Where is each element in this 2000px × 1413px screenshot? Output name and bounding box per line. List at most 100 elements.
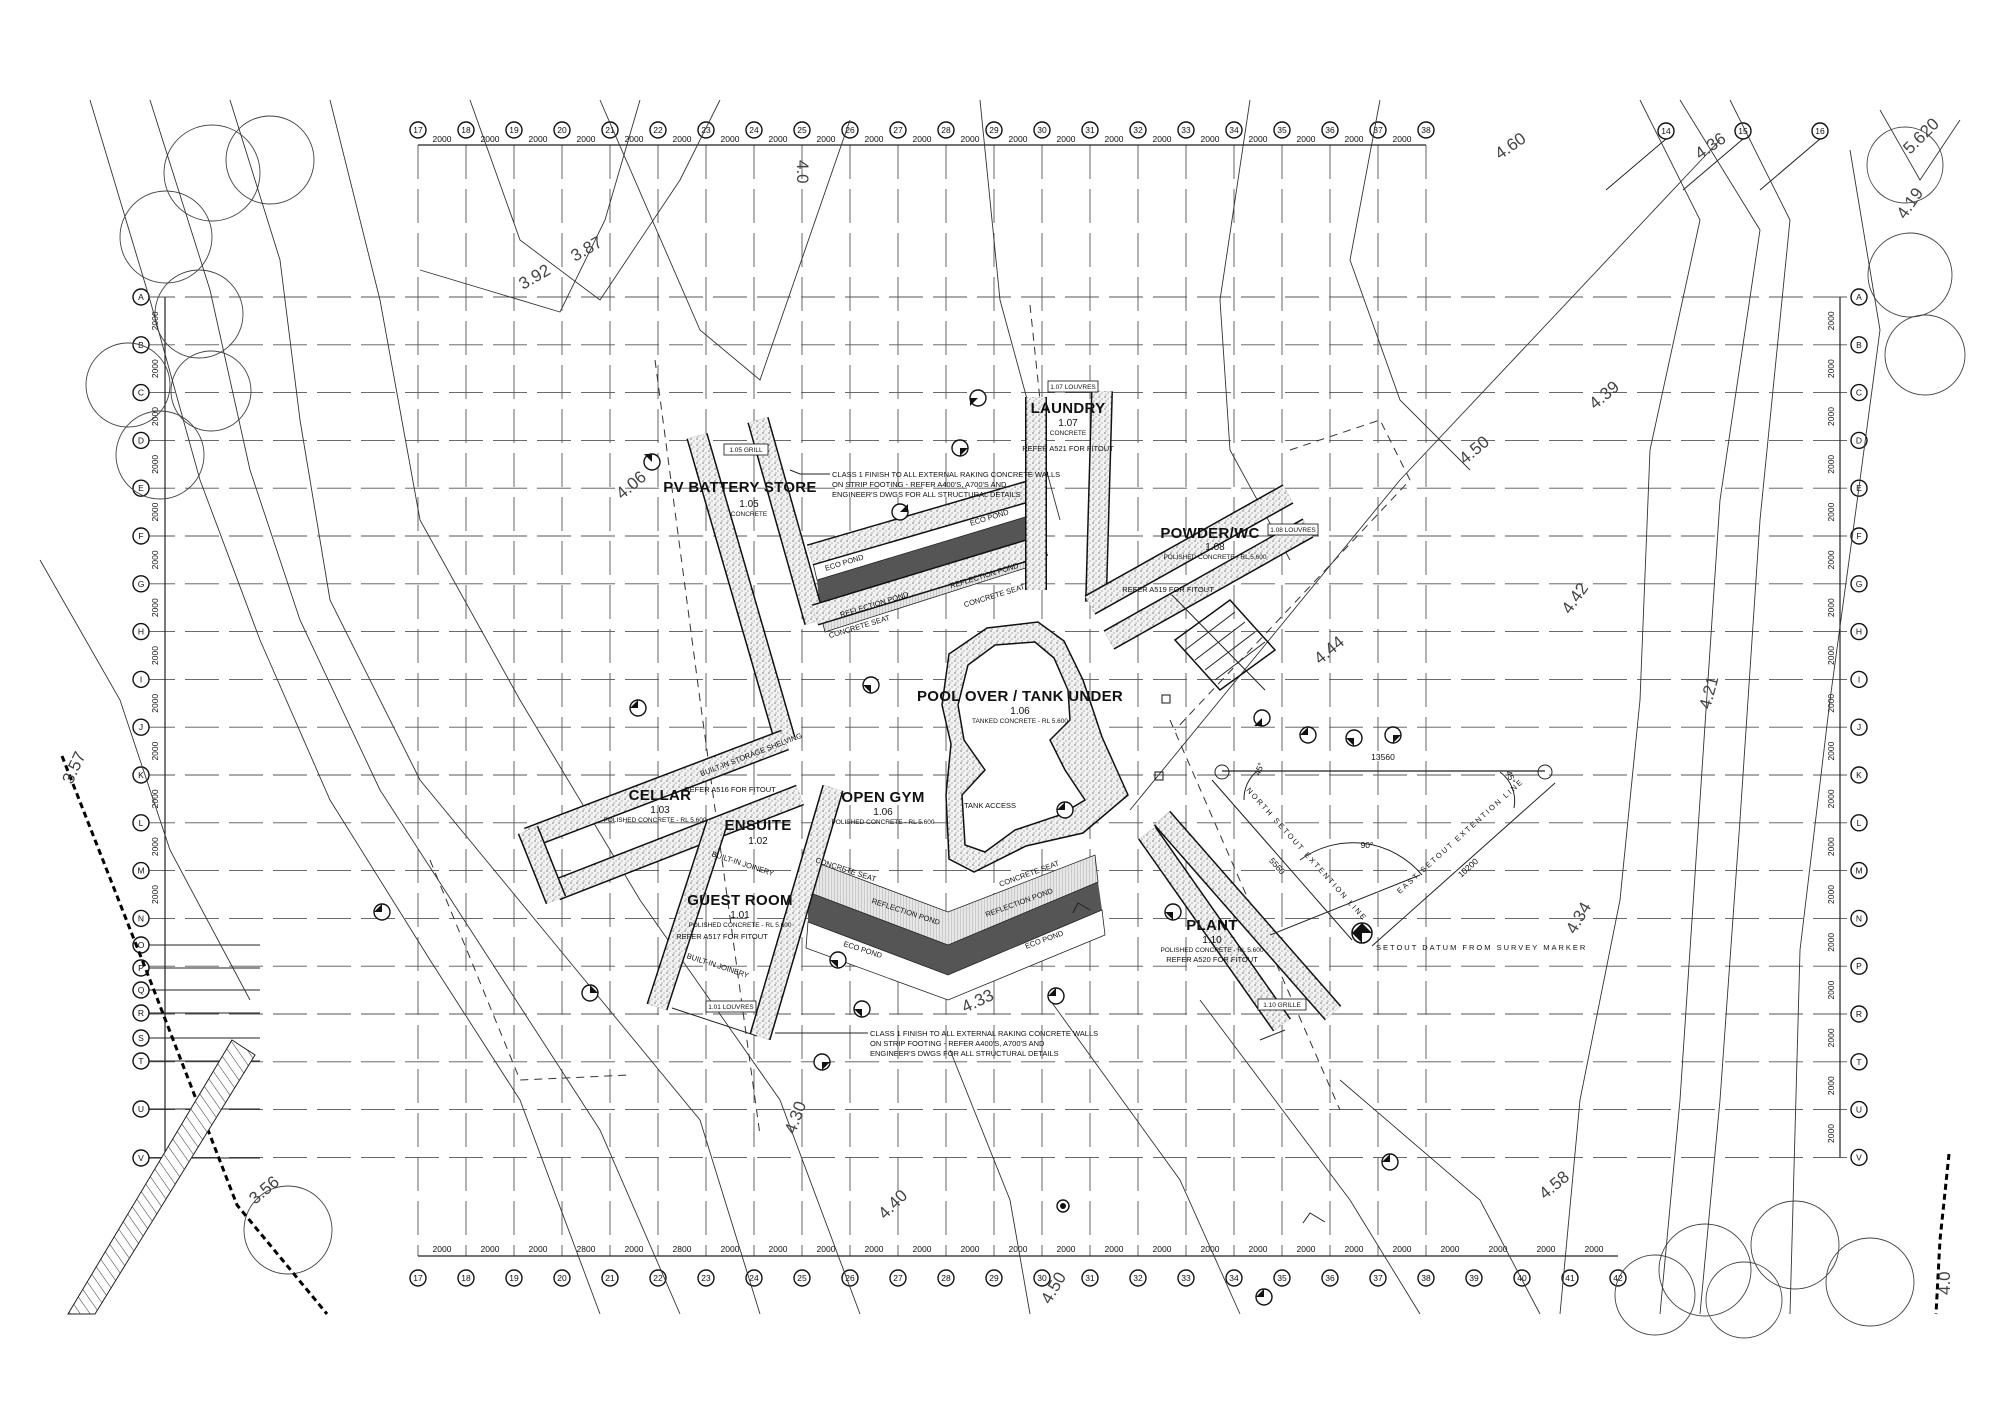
section-marker-icon (813, 1053, 831, 1071)
contour-label: 4.60 (1491, 129, 1529, 164)
dimension-label: 2000 (1105, 134, 1124, 144)
dimension-label: 2000 (150, 789, 160, 808)
room-name: POWDER/WC (1160, 525, 1259, 542)
grid-bubble-top: 25 (793, 121, 811, 139)
eco-pond-south (805, 909, 1106, 1001)
grid-bubble-right: I (1850, 670, 1868, 689)
room-name: LAUNDRY (1031, 400, 1106, 417)
plant-tag: 1.10 GRILLE (1257, 998, 1307, 1011)
grid-bubble-label: L (1857, 818, 1862, 828)
grid-bubble-circle (745, 121, 763, 139)
section-marker-icon (373, 903, 391, 921)
grid-bubble-label: 37 (1373, 1273, 1383, 1283)
grid-bubble-circle (1129, 1269, 1147, 1287)
shelving-label: BUILT-IN STORAGE SHELVING (699, 731, 804, 778)
grid-bubble-label: 27 (893, 1273, 903, 1283)
contour-label: 4.0 (1935, 1271, 1954, 1295)
grid-bubble-circle (697, 121, 715, 139)
grid-bubble-circle (132, 622, 150, 641)
grid-bubble-left: R (132, 1004, 150, 1022)
dimension-label: 2000 (1441, 1244, 1460, 1254)
pool-tank (941, 594, 1266, 873)
grid-bubble-label: 33 (1181, 125, 1191, 135)
dimension-label: 2000 (1249, 134, 1268, 144)
room-finish: CONCRETE (731, 511, 768, 518)
dimension-label: 2000 (1585, 1244, 1604, 1254)
grid-bubble-circle (793, 1269, 811, 1287)
grid-bubble-circle (1081, 121, 1099, 139)
dimension-label: 2000 (1826, 502, 1836, 521)
grid-bubble-bottom: 40 (1513, 1269, 1531, 1287)
grid-bubble-right: B (1850, 336, 1868, 354)
grid-bubble-circle (505, 121, 523, 139)
grid-bubble-circle (1033, 1269, 1051, 1287)
grid-bubble-right: R (1850, 1005, 1868, 1023)
grid-bubble-label: 20 (557, 125, 567, 135)
grid-bubble-circle (1129, 121, 1147, 139)
grid-bubble-label: J (139, 722, 143, 732)
concrete-walls (517, 390, 1342, 1041)
room-number: 1.05 (739, 499, 759, 510)
grid-bubble-label: K (138, 770, 144, 780)
grid-bubble-circle (132, 1029, 150, 1047)
tree-icon (1614, 1254, 1696, 1336)
grid-bubble-bottom: 27 (889, 1269, 907, 1287)
grid-bubble-right: T (1850, 1053, 1868, 1071)
grid-bubble-top: 33 (1177, 121, 1195, 139)
section-marker-icon (1381, 1153, 1399, 1171)
dimension-label: 2000 (1057, 1244, 1076, 1254)
dimension-label: 2000 (150, 407, 160, 426)
grid-bubble-bottom: 38 (1417, 1269, 1435, 1287)
grid-bubble-top: 23 (697, 121, 715, 139)
grid-bubble-label: 31 (1085, 125, 1095, 135)
dimension-label: 2000 (1393, 134, 1412, 144)
grid-bubble-label: I (140, 674, 142, 684)
dimension-label: 2000 (577, 134, 596, 144)
grid-bubble-label: I (1858, 674, 1860, 684)
dimension-label: 2000 (1826, 1124, 1836, 1143)
grid-bubble-circle (1465, 1269, 1483, 1287)
contour-label: 4.44 (1310, 632, 1348, 668)
dimension-label: 2000 (529, 1244, 548, 1254)
room-name: OPEN GYM (841, 789, 924, 806)
dimension-label: 2000 (625, 1244, 644, 1254)
dimension-label: 2000 (1537, 1244, 1556, 1254)
grid-bubble-top: 26 (841, 121, 859, 139)
grid-bubble-label: 16 (1815, 126, 1825, 136)
tree-icon (1705, 1261, 1783, 1339)
tree-icon (243, 1185, 333, 1275)
grid-bubble-label: 23 (701, 125, 711, 135)
grid-bubble-circle (1850, 575, 1868, 593)
dimension-label: 2000 (1826, 1076, 1836, 1095)
grid-bubble-circle (1850, 1100, 1868, 1119)
grid-bubble-circle (1225, 1269, 1243, 1287)
grid-bubble-label: 36 (1325, 1273, 1335, 1283)
grid-bubble-circle (1850, 383, 1868, 402)
grid-bubble-label: 24 (749, 1273, 759, 1283)
grid-bubble-circle (1177, 121, 1195, 139)
grid-bubble-circle (132, 575, 150, 593)
grid-bubble-left: V (132, 1149, 150, 1167)
grid-bubble-circle (132, 718, 150, 736)
section-marker-icon (1299, 726, 1317, 744)
grid-bubble-bottom: 39 (1465, 1269, 1483, 1287)
grid-bubble-bottom: 20 (553, 1269, 571, 1287)
dimension-label: 2000 (1826, 646, 1836, 665)
grid-bubble-left: H (132, 622, 150, 641)
grid-bubble-circle (1850, 336, 1868, 354)
grid-bubble-right: F (1850, 527, 1868, 545)
grid-bubble-circle (1850, 431, 1868, 450)
dimension-label: 2000 (1201, 1244, 1220, 1254)
note-line: ENGINEER'S DWGS FOR ALL STRUCTURAL DETAI… (870, 1049, 1059, 1058)
dimension-label: 2000 (961, 1244, 980, 1254)
grid-bubble-right: V (1850, 1148, 1868, 1167)
grid-bubble-label: E (138, 483, 144, 493)
note-line: ON STRIP FOOTING - REFER A400'S, A700'S … (870, 1039, 1045, 1048)
grid-bubble-circle (132, 1100, 150, 1118)
contour-label: 3.92 (516, 260, 554, 293)
grid-bubble-circle (1811, 122, 1829, 140)
dimension-label: 2000 (529, 134, 548, 144)
grid-bubble-label: D (138, 435, 144, 445)
right-angle-label: 90° (1361, 840, 1374, 850)
grid-bubble-label: T (138, 1056, 143, 1066)
